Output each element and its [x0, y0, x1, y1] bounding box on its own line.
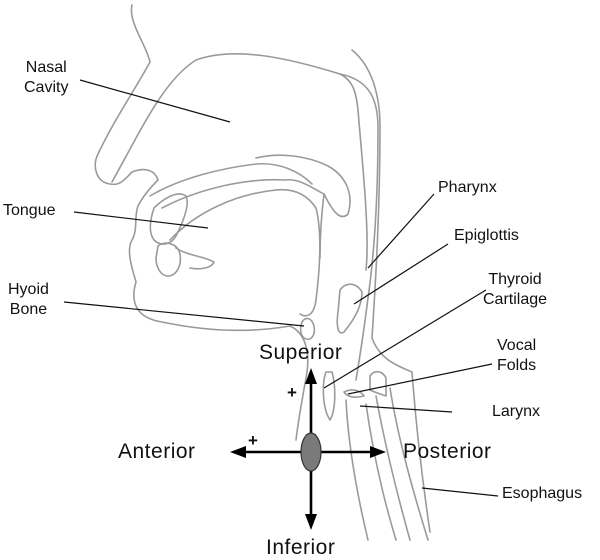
leader-vocal	[347, 363, 493, 395]
esophagus-front	[375, 395, 411, 541]
upper-teeth	[149, 193, 189, 245]
direction-posterior: Posterior	[403, 440, 492, 463]
soft-palate	[319, 193, 325, 259]
label-vocal-folds: Vocal Folds	[497, 336, 536, 376]
label-nasal-cavity: Nasal Cavity	[24, 58, 68, 98]
plus-sign-anterior: +	[248, 431, 258, 450]
direction-anterior: Anterior	[118, 440, 196, 463]
label-hyoid-bone: Hyoid Bone	[8, 280, 49, 320]
origin-marker	[300, 432, 322, 472]
arrowhead-inferior	[305, 514, 317, 530]
esophagus-back	[389, 387, 429, 541]
pharynx-back-wall	[339, 73, 379, 381]
label-nasal-line1: Nasal	[25, 59, 67, 76]
direction-superior: Superior	[259, 341, 343, 364]
arrowhead-posterior	[370, 446, 386, 458]
leader-nasal	[79, 79, 231, 123]
plus-sign-superior: +	[287, 383, 297, 402]
tongue-tip	[175, 247, 215, 270]
label-larynx: Larynx	[492, 403, 541, 420]
label-esophagus: Esophagus	[502, 485, 583, 502]
label-thyroid-line2: Cartilage	[483, 291, 548, 308]
label-tongue: Tongue	[3, 202, 56, 219]
leader-larynx	[359, 405, 453, 413]
label-epiglottis: Epiglottis	[454, 227, 519, 244]
leader-thyroid	[323, 289, 487, 389]
nasal-roof	[111, 53, 368, 271]
trachea-back	[365, 403, 397, 541]
vocal-fold-left	[343, 389, 365, 398]
face-profile	[94, 4, 309, 441]
label-thyroid-cartilage: Thyroid Cartilage	[483, 270, 547, 310]
larynx-front	[322, 371, 336, 421]
leader-pharynx	[367, 193, 435, 269]
hyoid-bone	[299, 317, 316, 341]
label-vocal-line2: Folds	[497, 357, 537, 374]
leader-esophagus	[421, 487, 499, 497]
label-nasal-line2: Cavity	[24, 79, 69, 96]
leader-tongue	[73, 211, 209, 229]
nasal-cavity-floor	[149, 162, 313, 197]
epiglottis-shape	[336, 283, 363, 334]
direction-axes	[230, 368, 386, 530]
hard-palate	[161, 154, 351, 218]
label-hyoid-line1: Hyoid	[8, 281, 49, 298]
trachea-front	[345, 399, 369, 541]
tongue-outline	[169, 188, 321, 317]
leader-lines	[63, 79, 499, 497]
label-vocal-line1: Vocal	[497, 337, 537, 354]
lower-teeth	[155, 242, 182, 277]
arrowhead-superior	[305, 368, 317, 384]
direction-inferior: Inferior	[266, 536, 336, 559]
arrowhead-anterior	[230, 446, 246, 458]
head-outline	[94, 4, 431, 541]
label-thyroid-line1: Thyroid	[488, 271, 542, 288]
leader-epiglottis	[353, 243, 449, 305]
neck-back-outline	[351, 49, 431, 533]
label-pharynx: Pharynx	[438, 179, 497, 196]
arytenoid	[369, 370, 387, 397]
label-hyoid-line2: Bone	[9, 301, 48, 318]
leader-hyoid	[63, 301, 305, 327]
